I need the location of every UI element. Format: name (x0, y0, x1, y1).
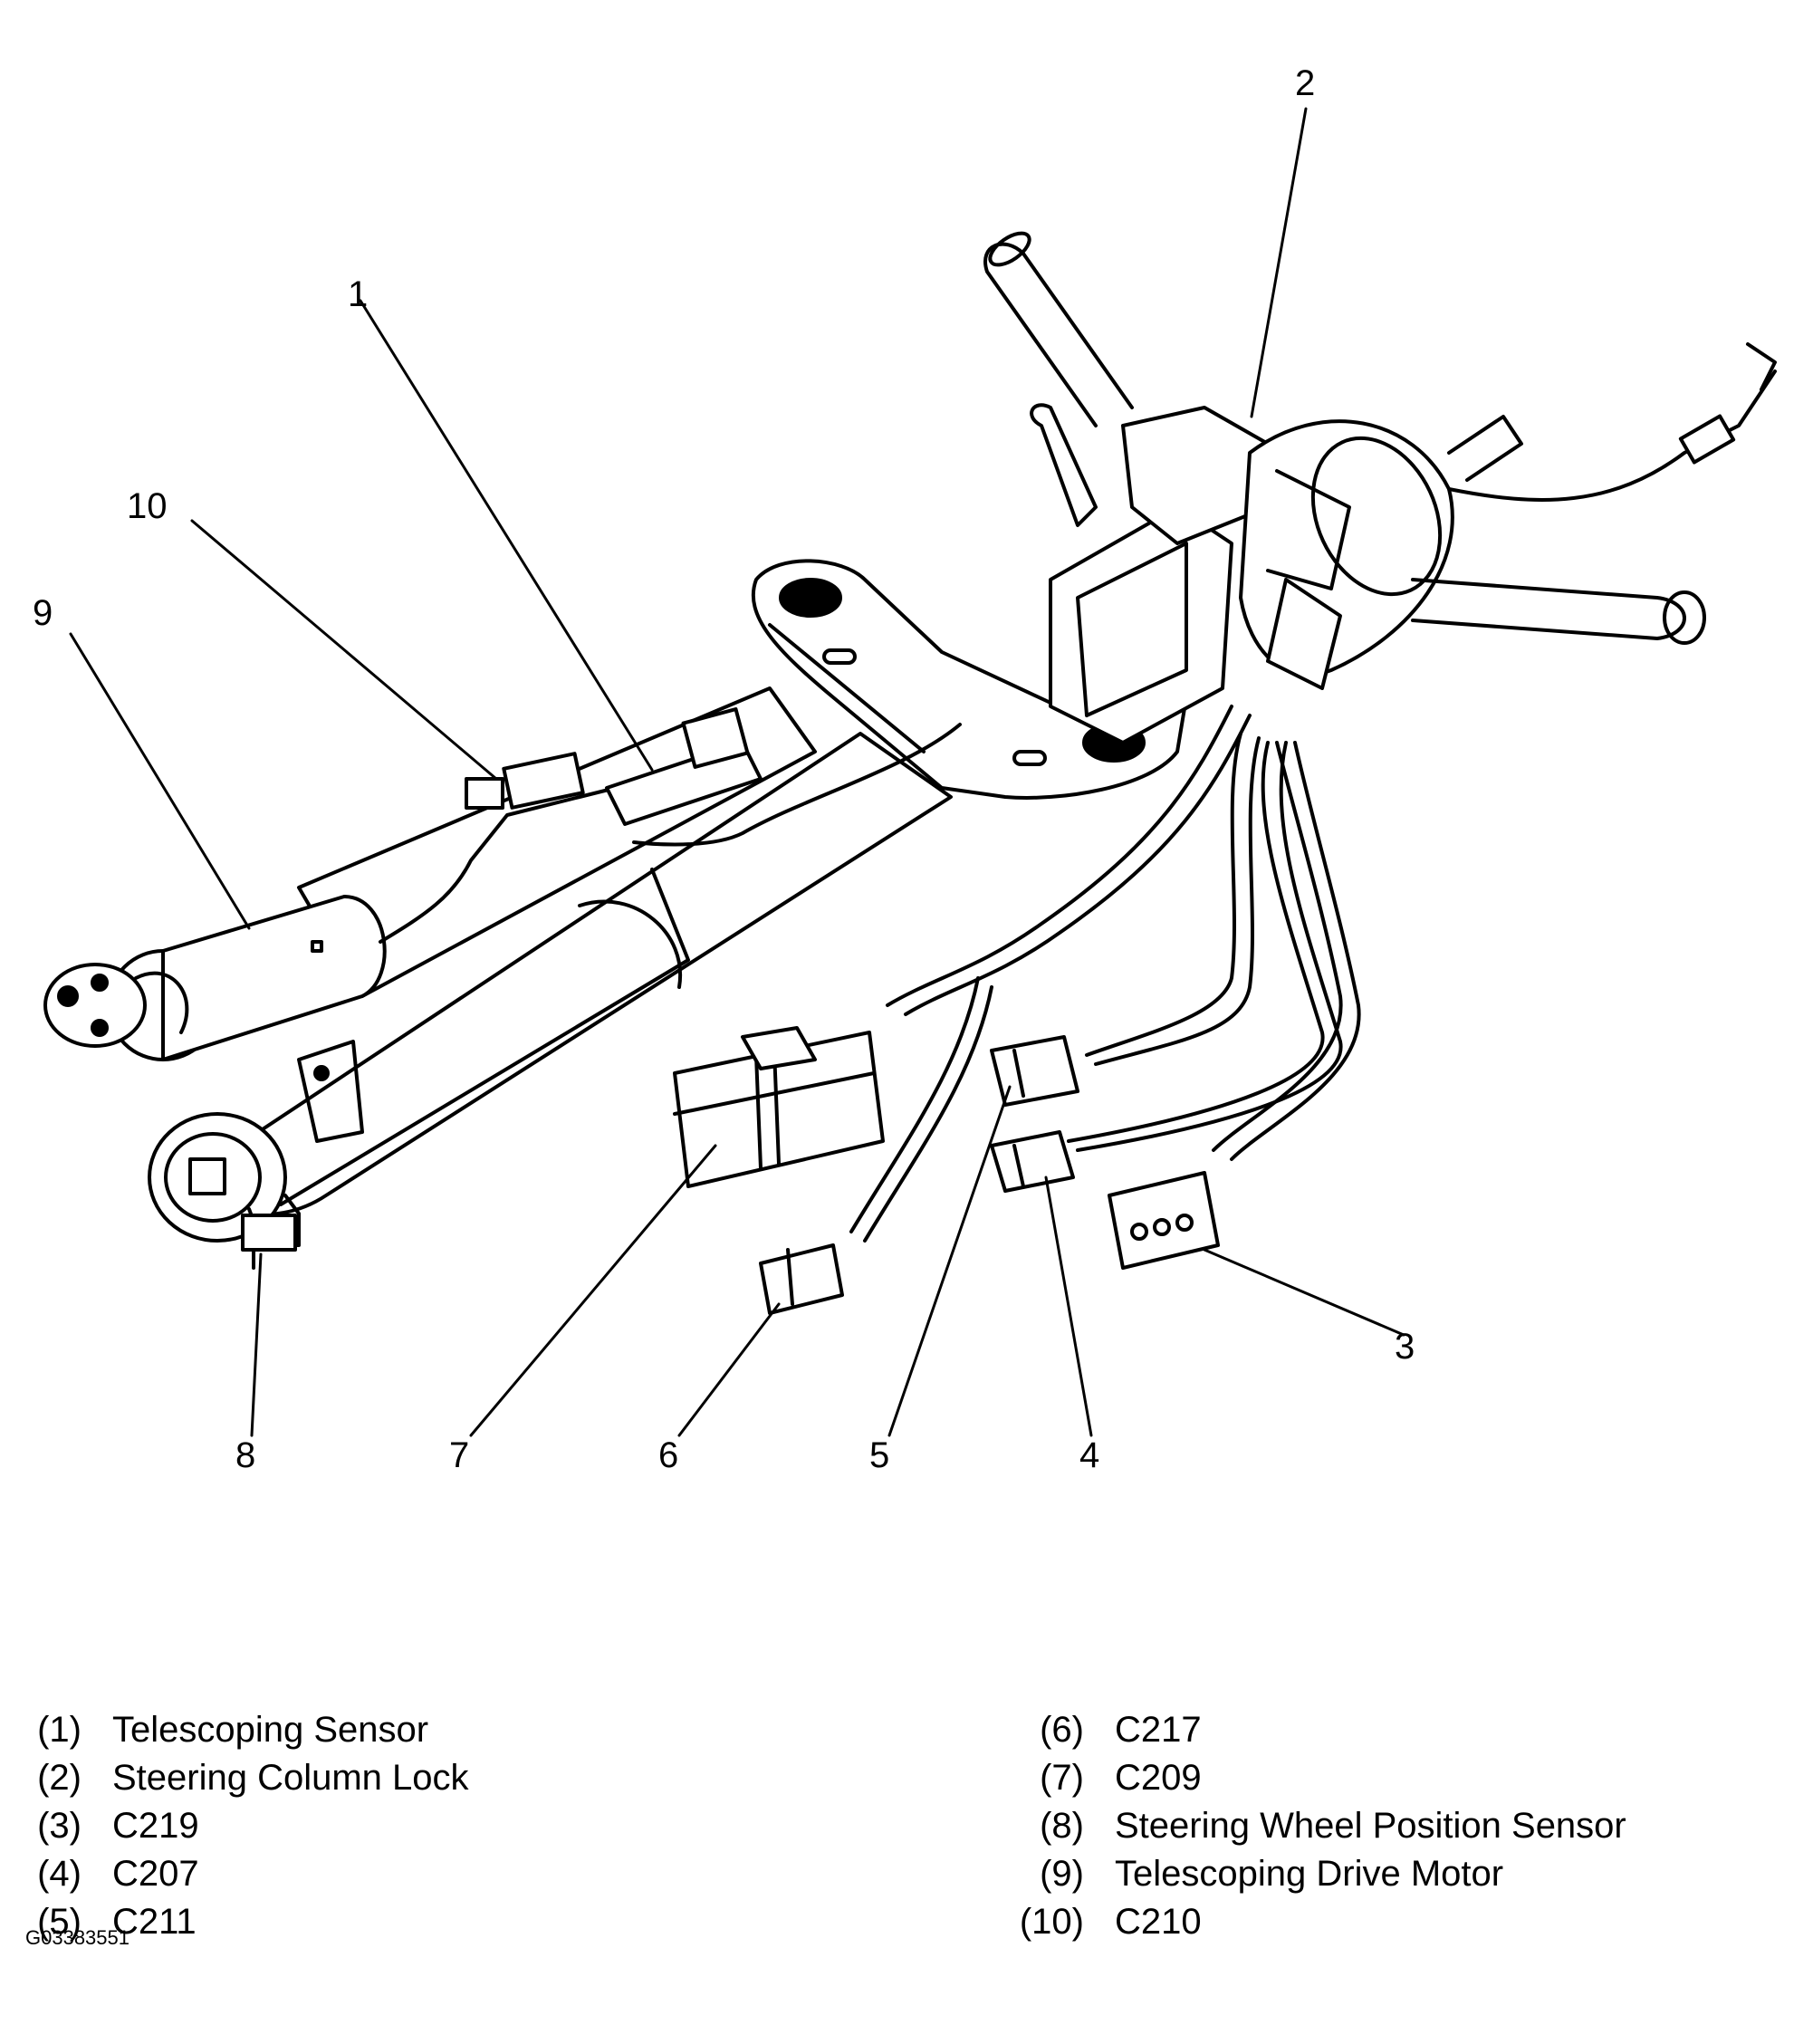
callout-6: 6 (658, 1435, 678, 1475)
callout-5: 5 (869, 1435, 889, 1475)
connector-c217 (759, 1243, 844, 1315)
steering-column-lock-assembly (983, 231, 1777, 744)
figure-id: G03383551 (25, 1926, 130, 1949)
legend-item: (8)Steering Wheel Position Sensor (1040, 1806, 1626, 1846)
legend-item: (9)Telescoping Drive Motor (1040, 1854, 1504, 1894)
legend-right-column: (6)C217 (7)C209 (8)Steering Wheel Positi… (1014, 1706, 1626, 1946)
callout-4: 4 (1079, 1435, 1099, 1475)
telescoping-sensor (605, 707, 763, 826)
legend-item: (5)C211 (37, 1902, 197, 1942)
connector-c210 (465, 752, 585, 810)
callout-9: 9 (33, 593, 53, 633)
steering-column-jacket (148, 732, 953, 1270)
wiring-harness (379, 705, 1361, 1243)
connector-c207 (990, 1130, 1075, 1193)
leader-lines (69, 107, 1405, 1437)
callout-7: 7 (449, 1435, 469, 1475)
callout-8: 8 (235, 1435, 255, 1475)
legend-left-column: (1)Telescoping Sensor (2)Steering Column… (34, 1706, 469, 1946)
connector-c219 (1108, 1171, 1220, 1270)
legend-item: (2)Steering Column Lock (37, 1758, 469, 1798)
legend-item: (7)C209 (1040, 1758, 1202, 1798)
connector-c211 (990, 1035, 1079, 1107)
callout-10: 10 (127, 486, 168, 526)
callout-2: 2 (1295, 63, 1315, 103)
legend-item: (3)C219 (37, 1806, 199, 1846)
legend-item: (10)C210 (1019, 1902, 1202, 1942)
legend-item: (1)Telescoping Sensor (37, 1710, 429, 1750)
callout-1: 1 (348, 274, 368, 314)
legend-item: (6)C217 (1040, 1710, 1202, 1750)
callout-3: 3 (1395, 1327, 1415, 1367)
steering-column-diagram: 1 2 3 4 5 6 7 8 9 10 (33, 63, 1777, 1475)
mounting-bracket (751, 559, 1188, 800)
legend-item: (4)C207 (37, 1854, 199, 1894)
connector-c209 (673, 1026, 885, 1188)
